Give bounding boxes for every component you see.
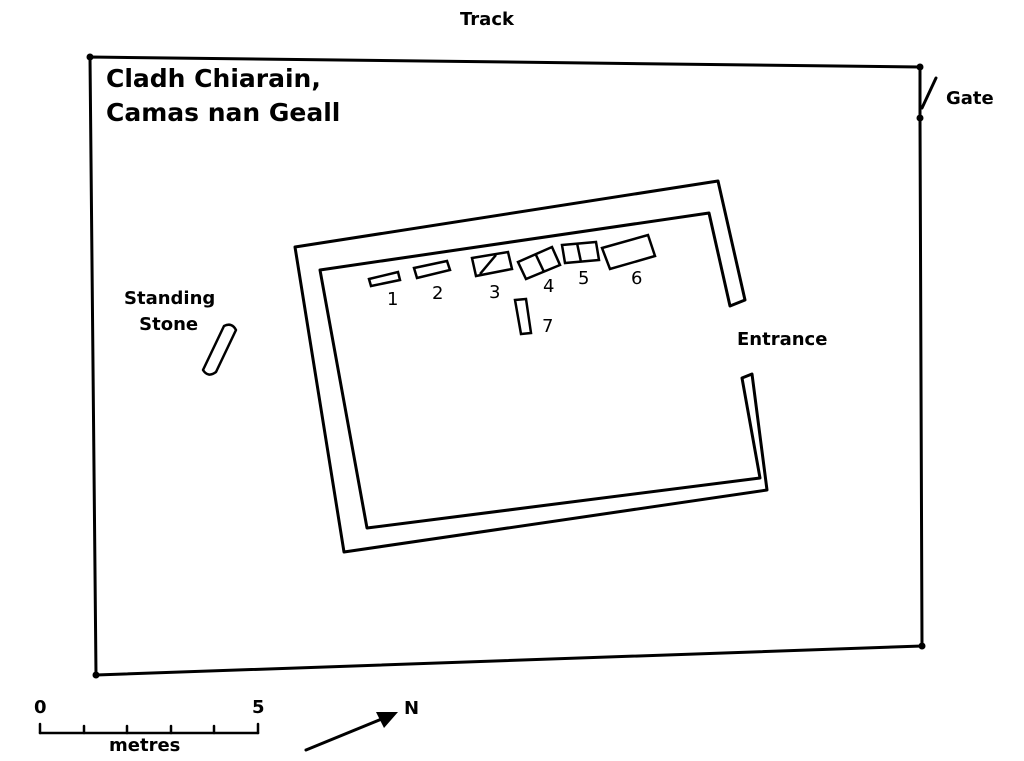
stone-number: 2 xyxy=(432,283,444,304)
scale-start-label: 0 xyxy=(34,697,47,718)
grave-slab-6 xyxy=(600,233,657,271)
standing-stone-label-line-2: Stone xyxy=(139,314,199,335)
stone-number: 4 xyxy=(543,276,555,297)
grave-slab-2 xyxy=(412,259,452,280)
title-line-2: Camas nan Geall xyxy=(106,98,341,127)
grave-slab-4 xyxy=(516,245,562,281)
scale-end-label: 5 xyxy=(252,697,265,718)
field-boundary xyxy=(88,55,924,677)
boundary-post xyxy=(916,114,924,122)
standing-stone-label: Standing Stone xyxy=(124,286,215,338)
grave-slab-1 xyxy=(367,270,402,288)
standing-stone-mark xyxy=(201,323,238,376)
diagram-title: Cladh Chiarain, Camas nan Geall xyxy=(106,62,340,130)
boundary-post xyxy=(918,642,926,650)
north-label: N xyxy=(404,698,420,719)
scale-unit-label: metres xyxy=(109,735,181,756)
grave-slab-5 xyxy=(560,240,601,265)
grave-slab-3 xyxy=(470,250,514,278)
boundary-post xyxy=(86,53,94,61)
boundary-post xyxy=(916,63,924,71)
scale-bar xyxy=(38,722,260,735)
grave-slab-7 xyxy=(513,297,533,336)
north-arrow-icon xyxy=(304,712,398,752)
entrance-label: Entrance xyxy=(737,329,828,350)
stone-number: 6 xyxy=(631,268,643,289)
title-line-1: Cladh Chiarain, xyxy=(106,64,321,93)
standing-stone-label-line-1: Standing xyxy=(124,288,216,309)
gate-line xyxy=(920,76,938,110)
stone-number: 3 xyxy=(489,282,501,303)
boundary-post xyxy=(92,671,100,679)
gate-label: Gate xyxy=(946,88,994,109)
track-label: Track xyxy=(460,9,514,30)
stone-number: 7 xyxy=(542,316,554,337)
stone-number: 5 xyxy=(578,268,590,289)
stone-number: 1 xyxy=(387,289,399,310)
enclosure-wall-outer xyxy=(293,179,769,554)
